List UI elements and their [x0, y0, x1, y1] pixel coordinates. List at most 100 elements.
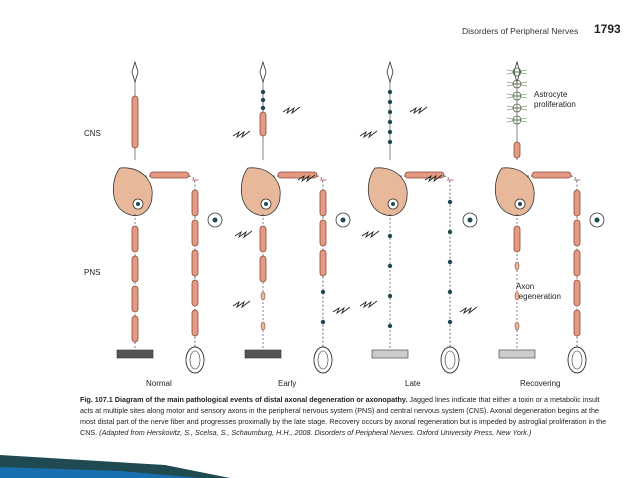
astrocyte-icon [512, 91, 522, 101]
toxin-jag-icon [359, 300, 378, 309]
cns-axon-segment [259, 111, 267, 137]
sensory-axon-segment [191, 219, 199, 247]
sensory-receptor-inner [189, 350, 201, 370]
toxin-jag-icon [332, 306, 351, 315]
toxin-jag-icon [361, 230, 380, 239]
degeneration-dot [320, 289, 326, 295]
sensory-nerve-outline [400, 175, 451, 350]
spinal-cord-gray-matter [240, 167, 281, 216]
caption-title: Diagram of the main pathological events … [114, 395, 408, 404]
sensory-axon-segment [531, 171, 572, 179]
degeneration-dot [387, 139, 393, 145]
motor-axon-segment [131, 315, 139, 343]
degeneration-dot [387, 109, 393, 115]
degeneration-dot [447, 199, 453, 205]
toxin-jag-icon [424, 174, 443, 183]
degeneration-dot [387, 129, 393, 135]
muscle-endplate [371, 349, 409, 359]
degeneration-dot [447, 319, 453, 325]
neuron-tip-icon [386, 60, 394, 84]
degeneration-dot [260, 105, 266, 111]
astrocyte-icon [512, 67, 522, 77]
sensory-receptor-inner [317, 350, 329, 370]
degeneration-dot [387, 263, 393, 269]
ganglion-nucleus [212, 217, 218, 223]
motor-axon-segment [513, 225, 521, 253]
astrocyte-process [506, 117, 528, 123]
astrocyte-icon [512, 103, 522, 113]
sensory-receptor-inner [571, 350, 583, 370]
muscle-endplate [498, 349, 536, 359]
spinal-cord-gray-matter [367, 167, 408, 216]
caption-source: (Adapted from Herskovitz, S., Scelsa, S.… [99, 428, 532, 437]
sensory-axon-segment [277, 171, 318, 179]
pns-label: PNS [84, 268, 101, 277]
sensory-nerve-outline [273, 175, 324, 350]
sensory-axon-segment [319, 249, 327, 277]
sensory-axon-segment [404, 171, 445, 179]
degeneration-dot [387, 233, 393, 239]
degenerating-fragment [260, 291, 266, 301]
ganglion-nucleus [340, 217, 346, 223]
degeneration-dot [387, 293, 393, 299]
toxin-jag-icon [297, 174, 316, 183]
sensory-axon-segment [573, 249, 581, 277]
astrocyte-process [506, 105, 528, 111]
caption-label: Fig. 107.1 [80, 395, 113, 404]
toxin-jag-icon [409, 106, 428, 115]
degeneration-dot [447, 289, 453, 295]
motor-neuron-nucleus [264, 202, 268, 206]
degeneration-dot [320, 319, 326, 325]
toxin-jag-icon [282, 106, 301, 115]
motor-axon-segment [131, 255, 139, 283]
axon-regeneration-label: Axon regeneration [516, 282, 561, 302]
stage-label-early: Early [278, 379, 297, 388]
sensory-axon-segment [319, 219, 327, 247]
neuron-tip-icon [131, 60, 139, 84]
degeneration-dot [387, 119, 393, 125]
cns-label: CNS [84, 129, 101, 138]
muscle-endplate [116, 349, 154, 359]
degenerating-fragment [514, 291, 520, 301]
sensory-axon-segment [191, 309, 199, 337]
running-title: Disorders of Peripheral Nerves [462, 26, 579, 36]
motor-axon-segment [259, 255, 267, 283]
sensory-axon-segment [149, 171, 190, 179]
caption-body: Jagged lines indicate that either a toxi… [80, 395, 607, 437]
sensory-axon-segment [573, 219, 581, 247]
degeneration-dot [387, 323, 393, 329]
degeneration-dot [387, 99, 393, 105]
degeneration-dot [260, 97, 266, 103]
toxin-jag-icon [459, 306, 478, 315]
figure-caption: Fig. 107.1 Diagram of the main pathologi… [80, 394, 610, 438]
sensory-nerve-outline [145, 175, 196, 350]
spinal-cord-gray-matter [112, 167, 153, 216]
sensory-axon-segment [191, 189, 199, 217]
muscle-endplate [244, 349, 282, 359]
astrocyte-proliferation-label: Astrocyte proliferation [534, 90, 576, 109]
astrocyte-icon [512, 79, 522, 89]
toxin-jag-icon [232, 300, 251, 309]
ganglion-nucleus [467, 217, 473, 223]
sensory-axon-segment [573, 279, 581, 307]
cns-axon-segment [131, 95, 139, 149]
toxin-jag-icon [232, 130, 251, 139]
motor-neuron-nucleus [136, 202, 140, 206]
degeneration-dot [387, 89, 393, 95]
degenerating-fragment [514, 321, 520, 331]
sensory-axon-segment [191, 279, 199, 307]
ganglion-nucleus [594, 217, 600, 223]
toxin-jag-icon [234, 230, 253, 239]
sensory-receptor-inner [444, 350, 456, 370]
degeneration-dot [260, 89, 266, 95]
astrocyte-icon [512, 115, 522, 125]
stage-label-normal: Normal [146, 379, 172, 388]
sensory-nerve-outline [527, 175, 578, 350]
stage-label-recovering: Recovering [520, 379, 561, 388]
sensory-axon-segment [319, 189, 327, 217]
motor-axon-segment [259, 225, 267, 253]
neuron-tip-icon [259, 60, 267, 84]
astrocyte-process [506, 93, 528, 99]
degeneration-dot [447, 259, 453, 265]
